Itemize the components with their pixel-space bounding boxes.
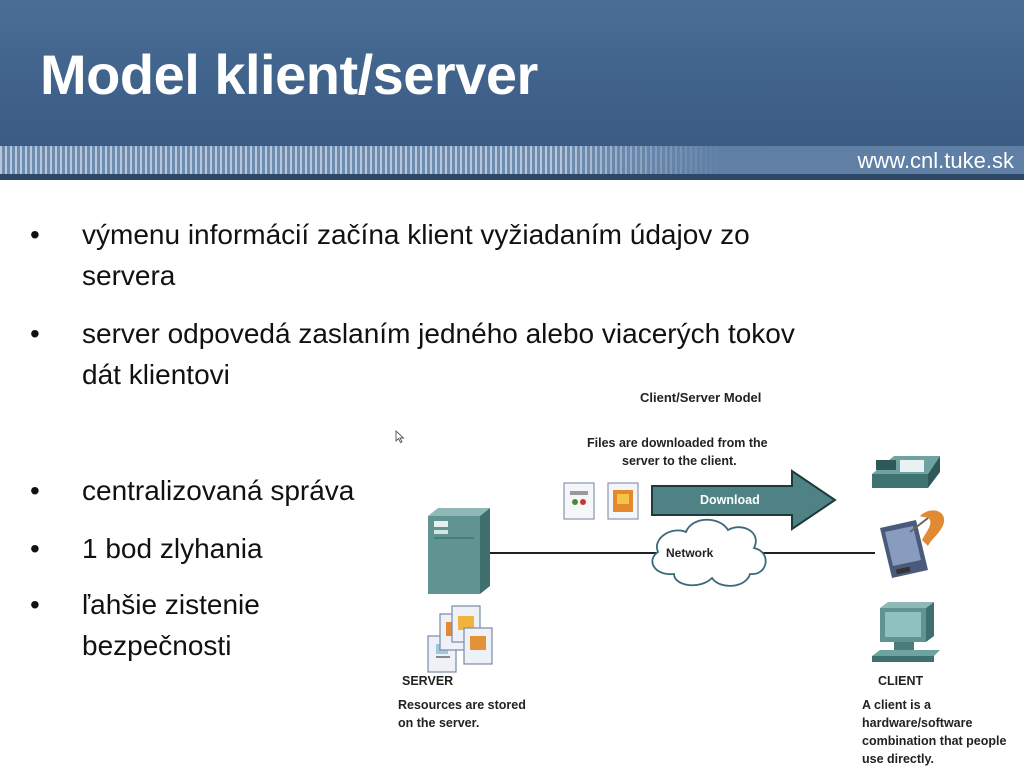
client-caption-line-3: combination that people: [862, 734, 1007, 748]
bullet-text: server odpovedá zaslaním jedného alebo v…: [82, 318, 795, 349]
network-label: Network: [666, 546, 714, 560]
bullet-text: výmenu informácií začína klient vyžiadan…: [82, 219, 750, 250]
mouse-cursor-icon: [395, 430, 405, 444]
network-cloud: [651, 518, 767, 587]
bullet-marker: •: [30, 589, 40, 620]
download-label: Download: [700, 493, 760, 507]
bullet-marker: •: [30, 219, 40, 250]
monitor-icon: [872, 602, 940, 662]
bullet-marker: •: [30, 533, 40, 564]
ip-phone-icon: [872, 456, 940, 488]
server-caption-line-1: Resources are stored: [398, 698, 526, 712]
download-files-icon: [563, 482, 639, 520]
bullet-text: bezpečnosti: [82, 630, 232, 661]
files-caption-line-1: Files are downloaded from the: [587, 436, 768, 450]
diagram-title: Client/Server Model: [640, 390, 762, 405]
slide-header: Model klient/server www.cnl.tuke.sk: [0, 0, 1024, 180]
bullet-text: 1 bod zlyhania: [82, 533, 263, 564]
header-divider: [0, 174, 1024, 180]
bullet-marker: •: [30, 475, 40, 506]
server-caption-line-2: on the server.: [398, 716, 480, 730]
document-stack-icon: [427, 605, 493, 673]
bullet-text: centralizovaná správa: [82, 475, 355, 506]
client-caption-line-4: use directly.: [862, 752, 935, 766]
files-caption-line-2: server to the client.: [622, 454, 737, 468]
bullet-text: dát klientovi: [82, 359, 230, 390]
bullet-text: servera: [82, 260, 176, 291]
header-stripe-fade: [560, 146, 1024, 174]
server-label: SERVER: [402, 674, 454, 688]
bullet-text: ľahšie zistenie: [82, 589, 260, 620]
download-arrow: [651, 469, 837, 531]
server-tower-icon: [428, 508, 490, 594]
slide-title: Model klient/server: [40, 43, 538, 106]
client-server-diagram: Client/Server Model Files are downloaded…: [380, 380, 1024, 768]
site-url: www.cnl.tuke.sk: [857, 148, 1015, 173]
client-label: CLIENT: [878, 674, 924, 688]
client-caption-line-1: A client is a: [862, 698, 932, 712]
diagram-graphics: [427, 456, 945, 673]
client-caption-line-2: hardware/software: [862, 716, 973, 730]
bullet-marker: •: [30, 318, 40, 349]
pda-icon: [880, 510, 945, 578]
